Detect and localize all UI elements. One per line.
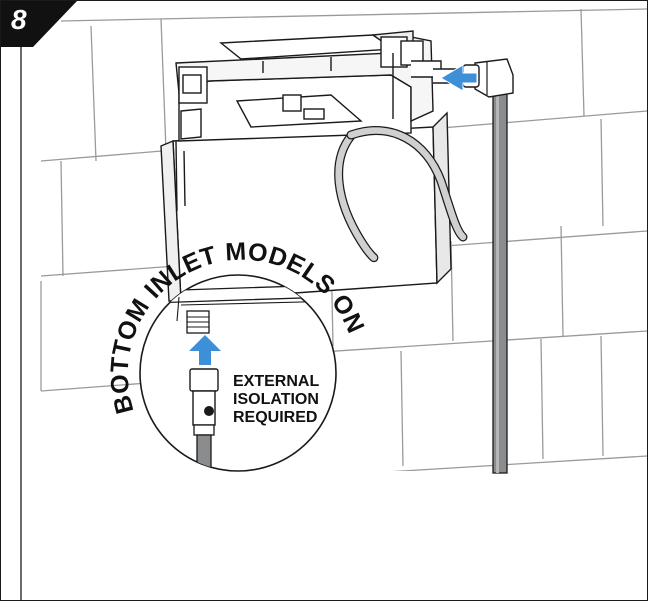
tile-wall <box>40 8 647 471</box>
bottom-inlet-detail <box>139 274 337 472</box>
supply-pipe <box>433 58 514 474</box>
step-badge: 8 <box>1 1 77 47</box>
note-line-2: ISOLATION <box>233 391 319 408</box>
note-line-3: REQUIRED <box>233 409 317 426</box>
arrow-left-icon <box>440 64 478 92</box>
step-number: 8 <box>11 4 27 35</box>
isolation-note: EXTERNAL ISOLATION REQUIRED <box>233 373 319 426</box>
note-line-1: EXTERNAL <box>233 373 319 390</box>
arrow-up-icon <box>189 335 221 365</box>
flexible-hose <box>334 126 468 263</box>
